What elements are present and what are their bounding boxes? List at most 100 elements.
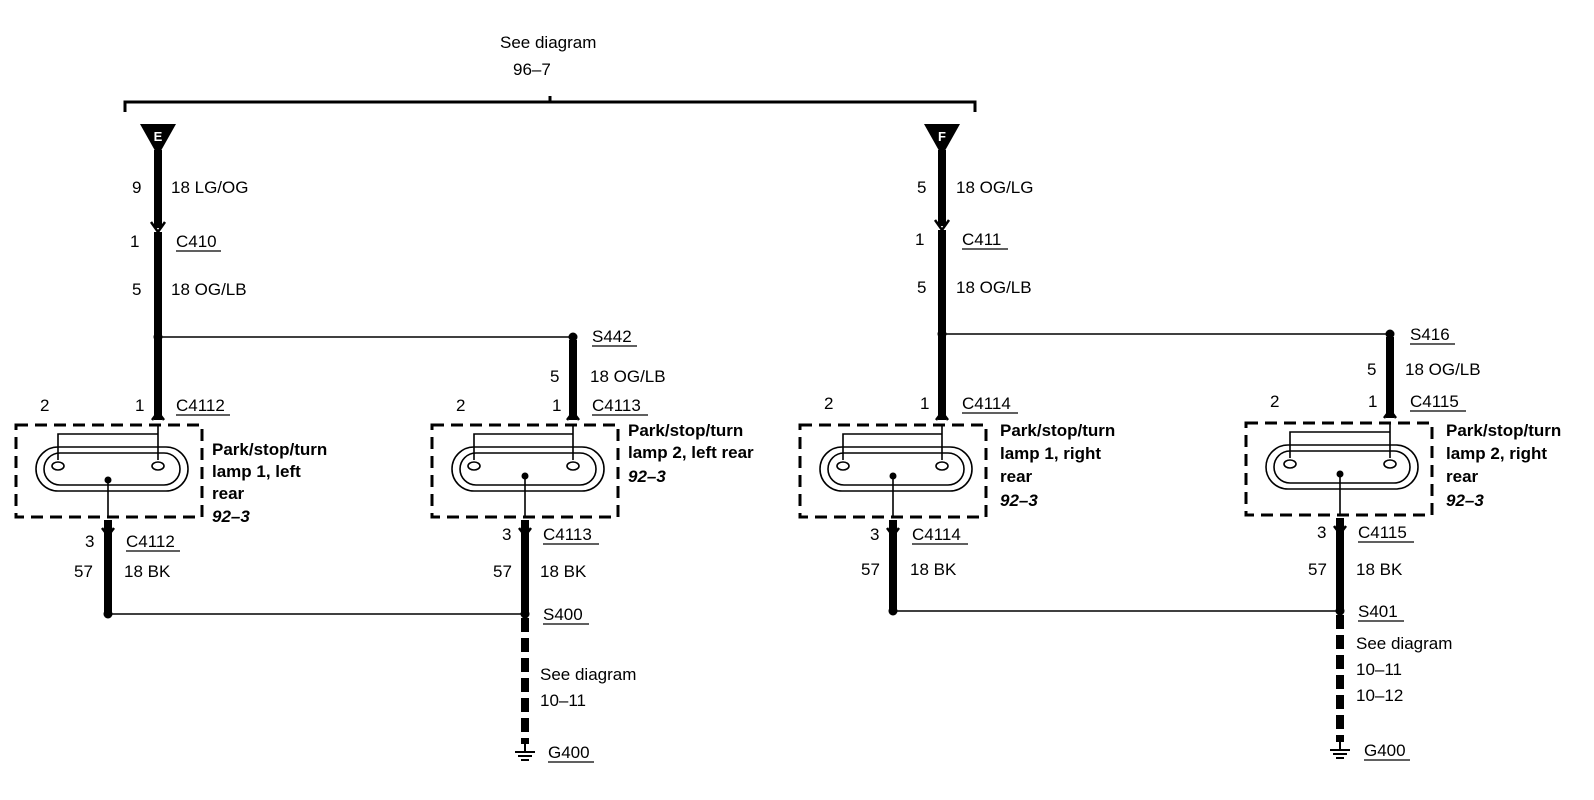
lamp-2-pin1: 1 (552, 396, 561, 415)
splice-s401-label: S401 (1358, 602, 1398, 621)
lamp-4-bulb-outline (1265, 444, 1419, 490)
lamp-3-right-rear: 2 1 C4114 Park/stop/turn lamp 1, right r… (798, 394, 1115, 519)
c411-pin: 1 (915, 230, 924, 249)
ground-left-see: See diagram (540, 665, 636, 684)
lamp-3-bulb-outline (819, 446, 973, 492)
lamp-3-desc-line2: lamp 1, right (1000, 444, 1101, 463)
f-wire2-pin: 5 (917, 278, 926, 297)
lamp-2-gnd-pin: 3 (502, 525, 511, 544)
lamp-3-gnd-connector: C4114 (912, 525, 961, 544)
lamp-1-filament-right (151, 461, 165, 471)
lamp-4-filament-right (1383, 459, 1397, 469)
lamp-1-pin1: 1 (135, 396, 144, 415)
lamp-4-desc-line2: lamp 2, right (1446, 444, 1547, 463)
lamp-2-terminal-wires (473, 425, 574, 460)
ground-left-symbol (515, 744, 535, 761)
ground-right-see: See diagram (1356, 634, 1452, 653)
lamp-1-gnd-pin: 3 (85, 532, 94, 551)
lamp-1-pin2: 2 (40, 396, 49, 415)
c410-label: C410 (176, 232, 217, 251)
f-wire2-label: 18 OG/LB (956, 278, 1032, 297)
top-ref-text: See diagram (500, 33, 596, 52)
lamp-3-filament-right (935, 461, 949, 471)
lamp-2-pin1-chevron (566, 409, 580, 421)
lamp-1-wire-pin: 57 (74, 562, 93, 581)
lamp-2-pin2: 2 (456, 396, 465, 415)
c410-pin: 1 (130, 232, 139, 251)
lamp-4-ref: 92–3 (1446, 491, 1484, 510)
lamp-2-connector: C4113 (592, 396, 641, 415)
lamp-1-dashed-box (14, 423, 204, 519)
lamp-4-desc-line3: rear (1446, 467, 1479, 486)
lamp-3-connector: C4114 (962, 394, 1011, 413)
lamp-3-wire-pin: 57 (861, 560, 880, 579)
lamp-1-ref: 92–3 (212, 507, 250, 526)
lamp-3-bulb-inner (827, 452, 965, 486)
lamp-3-pin1-chevron (935, 409, 949, 421)
connector-e-letter: E (154, 129, 163, 144)
lamp-2-bulb-outline (451, 446, 605, 492)
connector-e-triangle (140, 124, 176, 156)
e-wire1-pin: 9 (132, 178, 141, 197)
lamp-4-gnd-pin: 3 (1317, 523, 1326, 542)
lamp-4-bulb-inner (1273, 450, 1411, 484)
lamp-4-pin2: 2 (1270, 392, 1279, 411)
connector-f-letter: F (938, 129, 946, 144)
lamp-2-left-rear: 2 1 C4113 Park/stop/turn lamp 2, left re… (430, 396, 754, 519)
splice-s442-dot (568, 332, 578, 342)
lamp-4-wire-pin: 57 (1308, 560, 1327, 579)
lamp-3-terminal-wires (842, 425, 943, 460)
lamp-1-connector: C4112 (176, 396, 225, 415)
f-wire1-label: 18 OG/LG (956, 178, 1033, 197)
lamp-1-filament-left (51, 461, 65, 471)
lamp-1-bulb-inner (43, 452, 181, 486)
lamp-2-desc-line2: lamp 2, left rear (628, 443, 754, 462)
lamp-1-pin1-chevron (151, 409, 165, 421)
top-bracket (123, 100, 977, 112)
s416-wire-label: 18 OG/LB (1405, 360, 1481, 379)
e-wire1-label: 18 LG/OG (171, 178, 248, 197)
s416-wire-pin: 5 (1367, 360, 1376, 379)
lamp-2-gnd-connector: C4113 (543, 525, 592, 544)
lamp-2-filament-right (566, 461, 580, 471)
top-ref-number: 96–7 (513, 60, 551, 79)
splice-s416-dot (1385, 329, 1395, 339)
lamp-1-desc-line3: rear (212, 484, 245, 503)
lamp-3-desc-line3: rear (1000, 467, 1033, 486)
e-wire2-pin: 5 (132, 280, 141, 299)
lamp-1-gnd-connector: C4112 (126, 532, 175, 551)
lamp-2-wire-pin: 57 (493, 562, 512, 581)
ground-right-symbol (1330, 742, 1350, 759)
s442-wire-label: 18 OG/LB (590, 367, 666, 386)
lamp-3-wire-label: 18 BK (910, 560, 957, 579)
lamp-3-ref: 92–3 (1000, 491, 1038, 510)
lamp-4-gnd-connector: C4115 (1358, 523, 1407, 542)
lamp-4-pin1-chevron (1383, 407, 1397, 419)
lamp-4-connector: C4115 (1410, 392, 1459, 411)
f-wire1-pin: 5 (917, 178, 926, 197)
lamp-3-pin2: 2 (824, 394, 833, 413)
e-wire2-label: 18 OG/LB (171, 280, 247, 299)
lamp-3-desc-line1: Park/stop/turn (1000, 421, 1115, 440)
ground-right-ref-2: 10–12 (1356, 686, 1403, 705)
ground-left-ref-1: 10–11 (540, 691, 586, 710)
splice-s400-label: S400 (543, 605, 583, 624)
splice-s416-label: S416 (1410, 325, 1450, 344)
lamp-2-bulb-inner (459, 452, 597, 486)
lamp-4-pin1: 1 (1368, 392, 1377, 411)
lamp-2-wire-label: 18 BK (540, 562, 587, 581)
s442-wire-pin: 5 (550, 367, 559, 386)
lamp-4-right-rear: 2 1 C4115 Park/stop/turn lamp 2, right r… (1244, 392, 1561, 517)
lamp-3-pin1: 1 (920, 394, 929, 413)
ground-left-label: G400 (548, 743, 590, 762)
lamp-1-left-rear: 2 1 C4112 Park/stop/turn lamp 1, left re… (14, 396, 327, 526)
lamp-2-filament-left (467, 461, 481, 471)
lamp-1-terminal-wires (57, 425, 159, 460)
lamp-1-desc-line2: lamp 1, left (212, 462, 301, 481)
c411-label: C411 (962, 230, 1001, 249)
ground-right-label: G400 (1364, 741, 1406, 760)
lamp-3-filament-left (836, 461, 850, 471)
lamp-4-filament-left (1283, 459, 1297, 469)
connector-f-triangle (924, 124, 960, 156)
